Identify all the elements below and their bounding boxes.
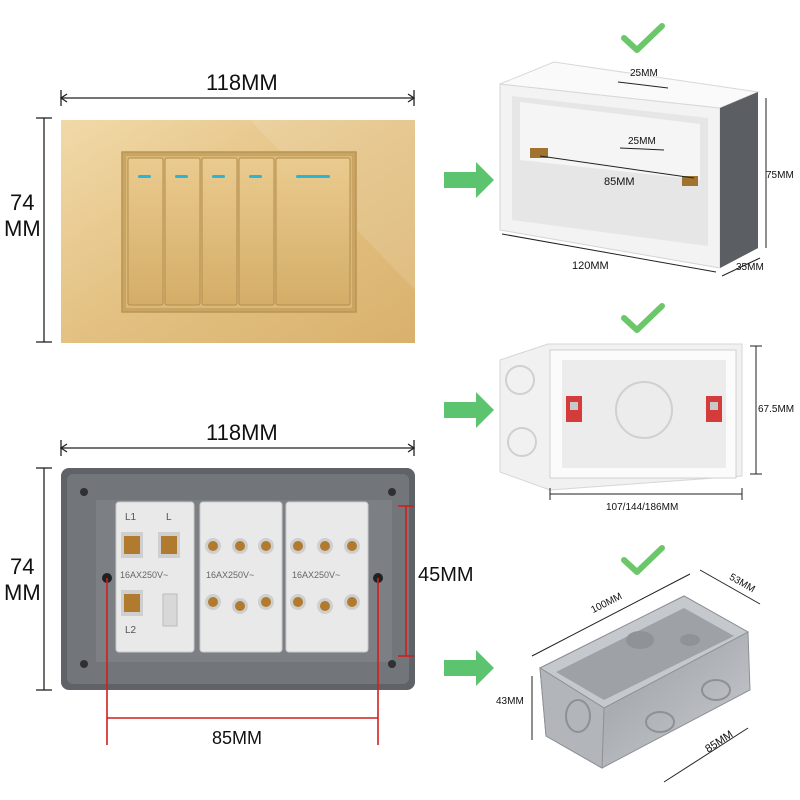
- arrow-icon: [444, 162, 494, 198]
- mount-vertical-dimension: [398, 505, 414, 657]
- bottom-width-label: 118MM: [206, 420, 278, 445]
- box2-width-label: 107/144/186MM: [606, 502, 679, 513]
- top-width-label: 118MM: [206, 70, 278, 95]
- mount-horizontal-label: 85MM: [212, 728, 263, 748]
- top-height-label-number: 74: [10, 190, 35, 215]
- gold-switch-plate: [61, 120, 415, 343]
- rating-label: 16AX250V~: [206, 570, 255, 580]
- box1-top-slot-label: 25MM: [630, 68, 658, 79]
- bottom-width-dimension: [59, 440, 416, 456]
- surface-mount-box: [499, 61, 760, 269]
- bottom-height-label-number: 74: [10, 554, 35, 579]
- arrow-icon: [444, 650, 494, 686]
- box1-width-label: 120MM: [572, 260, 609, 272]
- box3-dimensions: [531, 569, 761, 783]
- top-height-label-unit: MM: [4, 216, 41, 241]
- metal-junction-box: [538, 595, 751, 769]
- box1-height-label: 75MM: [766, 170, 794, 181]
- mount-horizontal-dimension: [106, 578, 379, 745]
- bottom-height-dimension: [36, 467, 52, 691]
- top-width-dimension: [59, 90, 416, 106]
- top-height-dimension: [36, 117, 52, 343]
- terminal-label-l2: L2: [125, 625, 137, 636]
- bottom-height-label-unit: MM: [4, 580, 41, 605]
- terminal-label-l1: L1: [125, 512, 137, 523]
- check-icon: [621, 303, 665, 333]
- box2-height-label: 67.5MM: [758, 404, 795, 415]
- flush-mount-box: [499, 343, 743, 491]
- rating-label: 16AX250V~: [292, 570, 341, 580]
- box1-hole-spacing-label: 85MM: [604, 176, 635, 188]
- box2-dimensions: [549, 345, 762, 500]
- check-icon: [621, 545, 665, 575]
- box3-height-label: 43MM: [496, 696, 524, 707]
- switch-back-plate: [61, 468, 415, 690]
- rating-label: 16AX250V~: [120, 570, 169, 580]
- check-icon: [621, 23, 665, 53]
- arrow-icon: [444, 392, 494, 428]
- box1-inner-label: 25MM: [628, 136, 656, 147]
- terminal-label-l: L: [166, 512, 172, 523]
- box1-depth-label: 35MM: [736, 262, 764, 273]
- box1-dimensions: [501, 81, 767, 277]
- mount-vertical-label: 45MM: [418, 564, 474, 586]
